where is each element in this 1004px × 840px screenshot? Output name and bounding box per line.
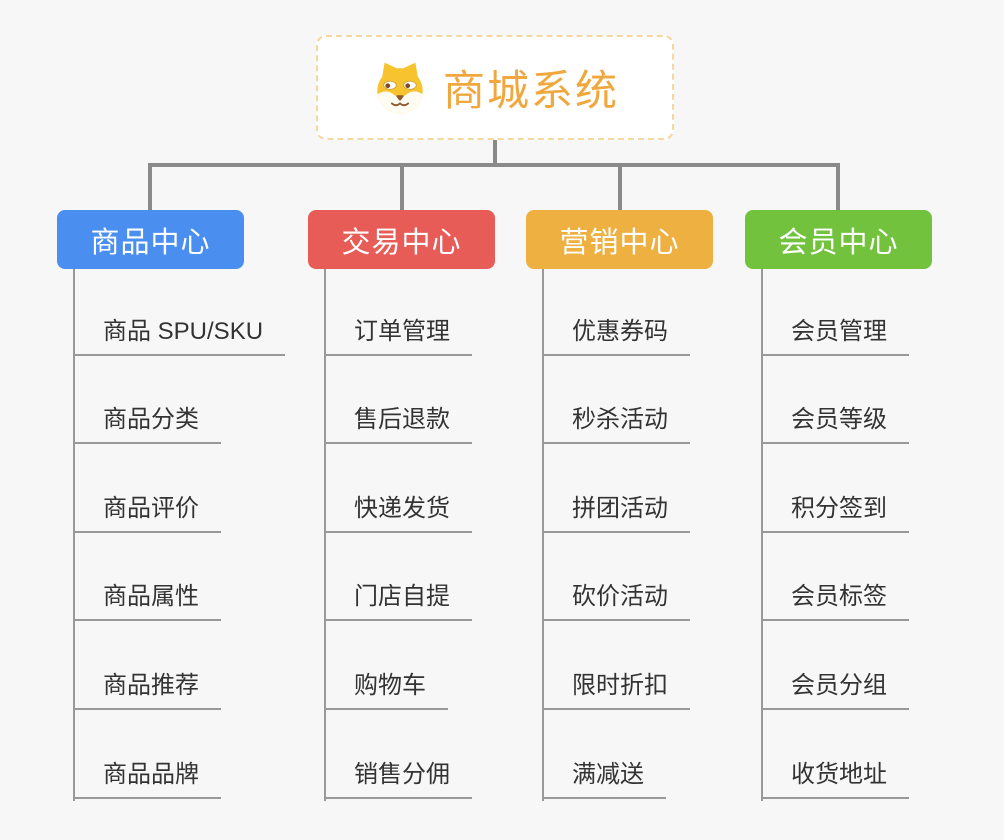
child-topic[interactable]: 商品分类 xyxy=(73,406,221,444)
root-title: 商城系统 xyxy=(442,67,619,114)
dog-face-icon xyxy=(371,59,429,117)
connector-drop-marketing xyxy=(618,163,622,210)
branch-label: 会员中心 xyxy=(778,226,899,259)
child-topic[interactable]: 会员分组 xyxy=(761,672,909,710)
branch-node-trade-center[interactable]: 交易中心 xyxy=(308,210,495,269)
branch-spine-line xyxy=(324,269,326,801)
branch-node-goods-center[interactable]: 商品中心 xyxy=(57,210,244,269)
connector-drop-goods xyxy=(148,163,152,210)
child-topic[interactable]: 商品评价 xyxy=(73,495,221,533)
branch-spine-line xyxy=(73,269,75,801)
branch-node-member-center[interactable]: 会员中心 xyxy=(745,210,932,269)
branch-children-goods: 商品 SPU/SKU 商品分类 商品评价 商品属性 商品推荐 商品品牌 xyxy=(73,269,308,805)
branch-children-trade: 订单管理 售后退款 快递发货 门店自提 购物车 销售分佣 xyxy=(324,269,559,805)
child-topic[interactable]: 满减送 xyxy=(542,761,666,799)
child-topic[interactable]: 砍价活动 xyxy=(542,583,690,621)
branch-spine-line xyxy=(761,269,763,801)
root-node[interactable]: 商城系统 xyxy=(316,35,674,140)
child-topic[interactable]: 会员标签 xyxy=(761,583,909,621)
branch-label: 营销中心 xyxy=(559,226,680,259)
child-topic[interactable]: 快递发货 xyxy=(324,495,472,533)
child-topic[interactable]: 订单管理 xyxy=(324,318,472,356)
branch-label: 交易中心 xyxy=(341,226,462,259)
child-topic[interactable]: 商品品牌 xyxy=(73,761,221,799)
child-topic[interactable]: 限时折扣 xyxy=(542,672,690,710)
child-topic[interactable]: 商品属性 xyxy=(73,583,221,621)
connector-drop-trade xyxy=(400,163,404,210)
branch-spine-line xyxy=(542,269,544,801)
child-topic[interactable]: 拼团活动 xyxy=(542,495,690,533)
child-topic[interactable]: 会员等级 xyxy=(761,406,909,444)
branch-children-marketing: 优惠券码 秒杀活动 拼团活动 砍价活动 限时折扣 满减送 xyxy=(542,269,777,805)
child-topic[interactable]: 商品 SPU/SKU xyxy=(73,318,286,356)
connector-root-stem xyxy=(493,140,497,166)
child-topic[interactable]: 优惠券码 xyxy=(542,318,690,356)
child-topic[interactable]: 购物车 xyxy=(324,672,448,710)
child-topic[interactable]: 售后退款 xyxy=(324,406,472,444)
child-topic[interactable]: 销售分佣 xyxy=(324,761,472,799)
connector-horizontal-bar xyxy=(148,163,840,167)
child-topic[interactable]: 秒杀活动 xyxy=(542,406,690,444)
branch-node-marketing-center[interactable]: 营销中心 xyxy=(526,210,713,269)
child-topic[interactable]: 积分签到 xyxy=(761,495,909,533)
child-topic[interactable]: 收货地址 xyxy=(761,761,909,799)
child-topic[interactable]: 会员管理 xyxy=(761,318,909,356)
branch-label: 商品中心 xyxy=(90,226,211,259)
branch-children-member: 会员管理 会员等级 积分签到 会员标签 会员分组 收货地址 xyxy=(761,269,996,805)
child-topic[interactable]: 门店自提 xyxy=(324,583,472,621)
connector-drop-member xyxy=(836,163,840,210)
child-topic[interactable]: 商品推荐 xyxy=(73,672,221,710)
